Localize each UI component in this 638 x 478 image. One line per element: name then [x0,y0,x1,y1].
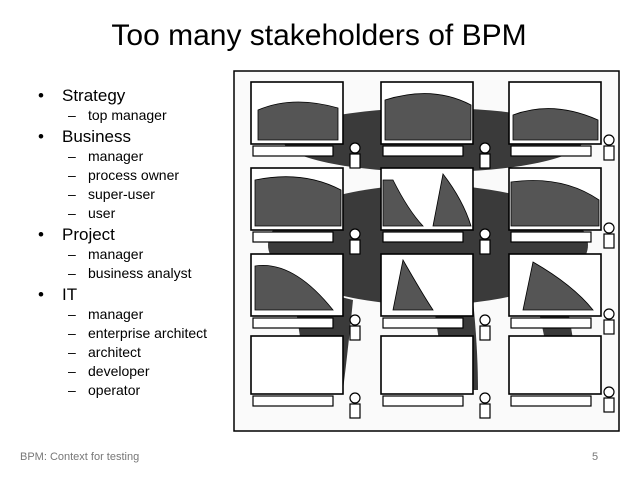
dash-icon: – [68,344,76,360]
stakeholder-list: • Strategy –top manager • Business –manage… [38,84,207,400]
dash-icon: – [68,382,76,398]
dash-icon: – [68,186,76,202]
dash-icon: – [68,205,76,221]
role-item: –developer [68,363,150,379]
role-item: –manager [68,148,144,164]
bullet-icon: • [38,127,44,146]
role-item: –top manager [68,107,167,123]
group-label: Business [62,127,131,146]
dash-icon: – [68,167,76,183]
role-item: –enterprise architect [68,325,208,341]
dash-icon: – [68,148,76,164]
dash-icon: – [68,363,76,379]
dash-icon: – [68,107,76,123]
role-item: –manager [68,246,144,262]
group-strategy: • Strategy [38,86,207,106]
dash-icon: – [68,325,76,341]
bullet-icon: • [38,225,44,244]
role-item: –architect [68,344,141,360]
bullet-icon: • [38,86,44,105]
group-label: Strategy [62,86,126,105]
dash-icon: – [68,246,76,262]
group-label: Project [62,225,115,244]
elephant-monitors-illustration [233,70,620,432]
slide-footer: BPM: Context for testing [20,451,140,463]
group-label: IT [62,285,78,304]
role-item: –super-user [68,186,155,202]
group-business: • Business [38,127,207,147]
dash-icon: – [68,265,76,281]
role-item: –operator [68,382,141,398]
dash-icon: – [68,306,76,322]
role-item: –process owner [68,167,180,183]
role-item: –business analyst [68,265,192,281]
slide-title: Too many stakeholders of BPM [111,19,527,52]
page-number: 5 [592,451,599,463]
bullet-icon: • [38,285,44,304]
role-item: –user [68,205,116,221]
group-project: • Project [38,225,207,245]
group-it: • IT [38,285,207,305]
role-item: –manager [68,306,144,322]
